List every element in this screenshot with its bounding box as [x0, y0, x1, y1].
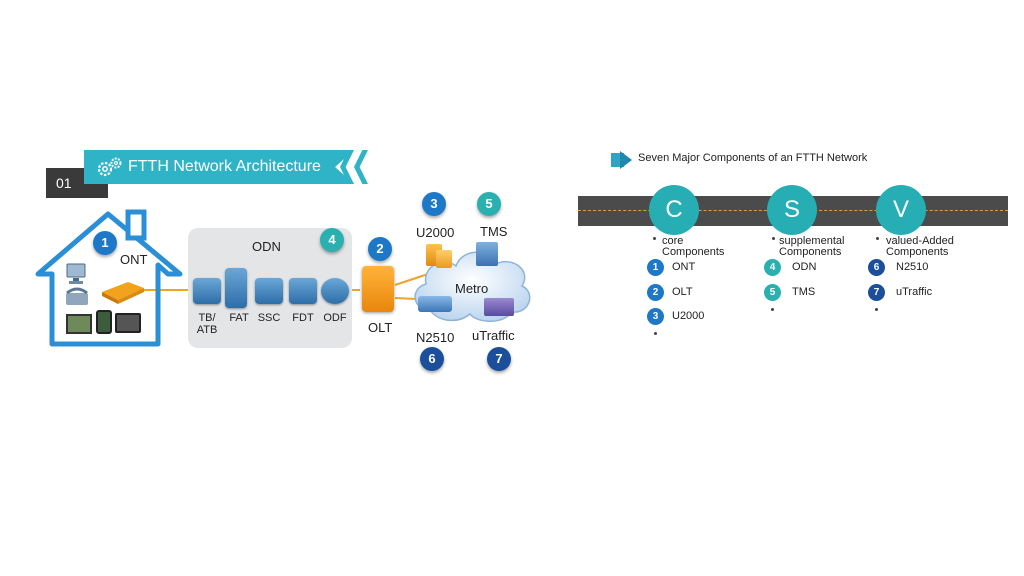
odn-label: ODN — [252, 239, 281, 254]
gears-icon — [97, 157, 122, 177]
fdt-device-icon — [289, 278, 317, 304]
tablet-icon — [115, 313, 141, 333]
fdt-label: FDT — [292, 312, 314, 324]
item-tms: TMS — [792, 286, 816, 298]
item-badge-6: 6 — [868, 259, 885, 276]
odf-label: ODF — [323, 312, 347, 324]
metro-label: Metro — [455, 281, 489, 296]
item-badge-4: 4 — [764, 259, 781, 276]
bullet-dot — [772, 237, 775, 240]
bullet-dot — [771, 308, 774, 311]
arrow-icon — [611, 151, 632, 169]
section-banner: FTTH Network Architecture — [84, 150, 354, 184]
bullet-dot — [653, 237, 656, 240]
value-added-circle: V — [876, 185, 926, 235]
fat-device-icon — [225, 268, 247, 308]
badge-1: 1 — [93, 231, 117, 255]
ont-device-icon — [102, 282, 144, 304]
components-title: Seven Major Components of an FTTH Networ… — [638, 152, 868, 164]
badge-5: 5 — [477, 192, 501, 216]
n2510-label: N2510 — [416, 330, 455, 345]
computer-icon — [66, 263, 86, 284]
badge-3: 3 — [422, 192, 446, 216]
utraffic-server-icon — [484, 298, 514, 316]
bullet-dot — [875, 308, 878, 311]
badge-6: 6 — [420, 347, 444, 371]
supplemental-circle: S — [767, 185, 817, 235]
olt-label: OLT — [368, 320, 393, 335]
utraffic-label: uTraffic — [472, 328, 515, 343]
tb-atb-device-icon — [193, 278, 221, 304]
badge-4: 4 — [320, 228, 344, 252]
odf-device-icon — [321, 278, 349, 304]
item-n2510: N2510 — [896, 261, 929, 273]
tb-atb-label: TB/ ATB — [196, 312, 218, 336]
item-ont: ONT — [672, 261, 696, 273]
badge-2: 2 — [368, 237, 392, 261]
tms-label: TMS — [480, 224, 508, 239]
item-badge-2: 2 — [647, 284, 664, 301]
house-icon — [35, 209, 183, 347]
ssc-device-icon — [255, 278, 283, 304]
olt-device-icon — [362, 266, 394, 312]
bullet-dot — [654, 332, 657, 335]
u2000-server-icon — [436, 250, 452, 268]
ssc-label: SSC — [257, 312, 281, 324]
n2510-server-icon — [418, 296, 452, 312]
fat-label: FAT — [229, 312, 249, 324]
badge-7: 7 — [487, 347, 511, 371]
value-added-components-label: valued-Added Components — [886, 235, 954, 258]
item-utraffic: uTraffic — [896, 286, 933, 298]
tms-server-icon — [476, 242, 498, 266]
item-u2000: U2000 — [672, 310, 705, 322]
bullet-dot — [876, 237, 879, 240]
mobile-icon — [96, 310, 112, 334]
section-title: FTTH Network Architecture — [128, 158, 321, 175]
phone-icon — [66, 287, 88, 305]
core-circle: C — [649, 185, 699, 235]
item-badge-7: 7 — [868, 284, 885, 301]
item-olt: OLT — [672, 286, 693, 298]
ont-label: ONT — [120, 252, 148, 267]
item-badge-3: 3 — [647, 308, 664, 325]
tv-icon — [66, 314, 92, 334]
item-badge-1: 1 — [647, 259, 664, 276]
supplemental-components-label: supplemental Components — [779, 235, 845, 258]
core-components-label: core Components — [662, 235, 725, 258]
item-badge-5: 5 — [764, 284, 781, 301]
item-odn: ODN — [792, 261, 817, 273]
u2000-label: U2000 — [416, 225, 455, 240]
